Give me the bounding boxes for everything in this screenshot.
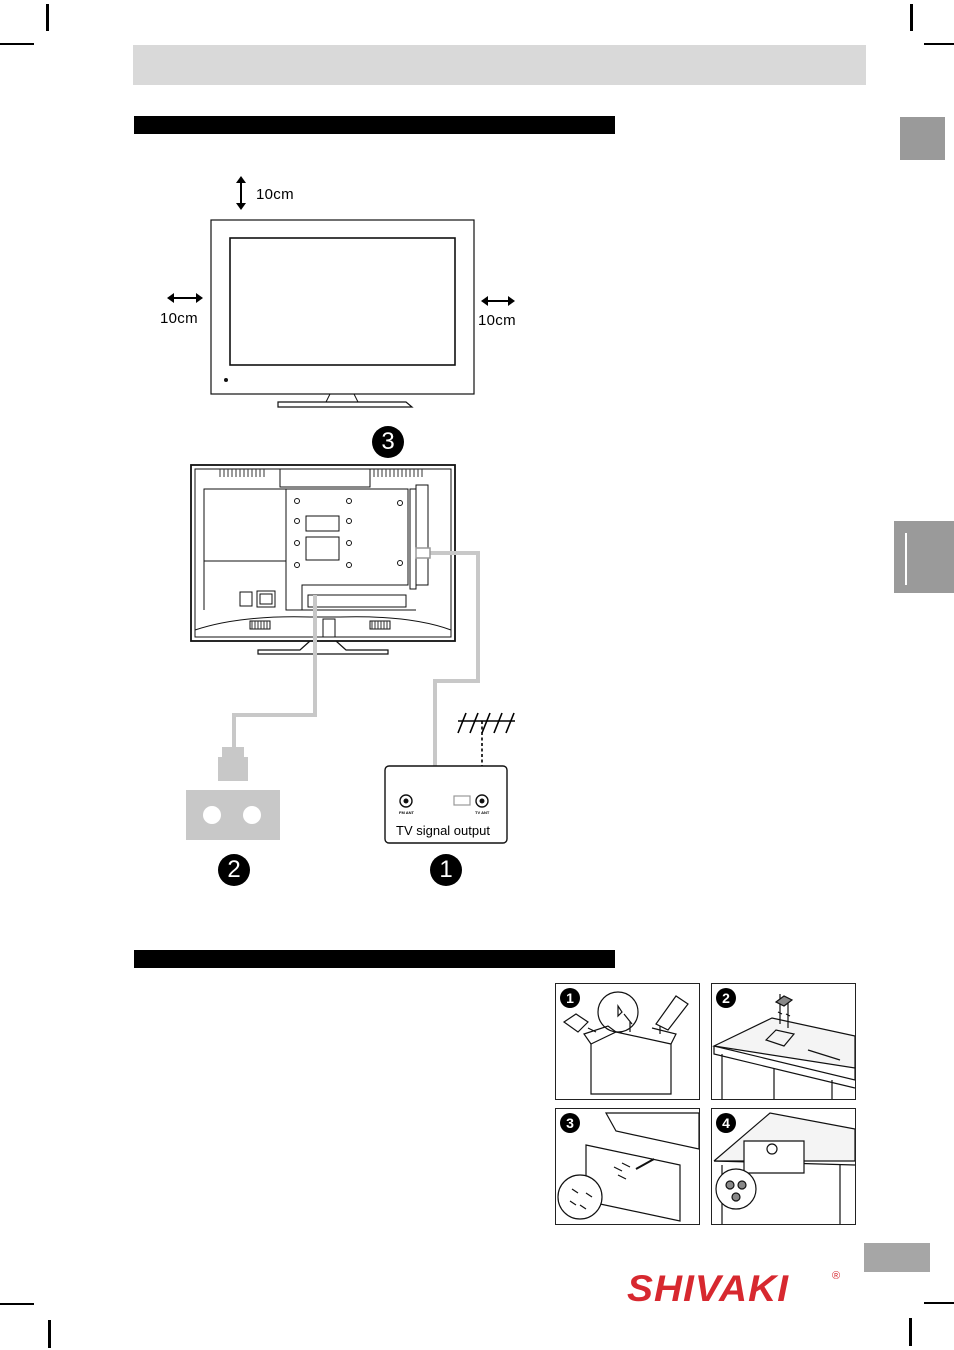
tv-front-illustration bbox=[210, 219, 475, 408]
assembly-panel-1: 1 bbox=[555, 983, 700, 1100]
crop-mark bbox=[46, 4, 49, 31]
top-arrow-icon bbox=[236, 176, 246, 210]
fm-ant-label: FM ANT bbox=[399, 810, 414, 815]
step-2-badge: 2 bbox=[218, 854, 250, 886]
tv-ant-label: TV ANT bbox=[475, 810, 490, 815]
screw-attachment-illustration bbox=[557, 1112, 699, 1222]
assembly-panel-2: 2 bbox=[711, 983, 856, 1100]
connection-diagram bbox=[186, 464, 515, 844]
clearance-top-label: 10cm bbox=[256, 186, 294, 203]
step-3-badge: 3 bbox=[372, 426, 404, 458]
panel-number: 2 bbox=[716, 988, 736, 1008]
crop-mark bbox=[909, 1318, 912, 1346]
left-arrow-icon bbox=[167, 293, 203, 303]
tv-back-illustration bbox=[190, 464, 456, 655]
antenna-wall-socket bbox=[384, 765, 508, 844]
crop-mark bbox=[0, 1303, 34, 1305]
crop-mark bbox=[0, 43, 34, 45]
brand-name: SHIVAKI bbox=[627, 1268, 790, 1309]
antenna-icon bbox=[457, 712, 515, 795]
crop-mark bbox=[924, 43, 954, 45]
panel-number: 4 bbox=[716, 1113, 736, 1133]
stand-placement-illustration bbox=[712, 994, 855, 1099]
tv-signal-output-label: TV signal output bbox=[396, 823, 490, 838]
clearance-diagram bbox=[167, 176, 515, 408]
antenna-cable bbox=[420, 551, 480, 802]
shivaki-logo: SHIVAKI ® bbox=[627, 1268, 857, 1310]
clearance-right-label: 10cm bbox=[478, 312, 516, 329]
panel-number: 1 bbox=[560, 988, 580, 1008]
crop-mark bbox=[48, 1320, 51, 1348]
assembly-panel-4: 4 bbox=[711, 1108, 856, 1225]
external-device-illustration bbox=[186, 747, 280, 840]
unboxing-illustration bbox=[562, 991, 689, 1095]
clearance-left-label: 10cm bbox=[160, 310, 198, 327]
registered-mark: ® bbox=[832, 1270, 841, 1282]
tab-stripe bbox=[905, 533, 907, 585]
side-tab bbox=[900, 117, 945, 160]
stand-secured-illustration bbox=[713, 1112, 855, 1224]
right-arrow-icon bbox=[481, 296, 515, 306]
crop-mark bbox=[924, 1302, 954, 1304]
av-cable bbox=[232, 595, 317, 755]
assembly-panel-3: 3 bbox=[555, 1108, 700, 1225]
header-band bbox=[133, 45, 866, 85]
section-bar-placement bbox=[134, 116, 615, 134]
crop-mark bbox=[910, 4, 913, 31]
tv-antenna-jack bbox=[415, 547, 431, 559]
page-number-box bbox=[864, 1243, 930, 1272]
section-bar-stand bbox=[134, 950, 615, 968]
panel-number: 3 bbox=[560, 1113, 580, 1133]
step-1-badge: 1 bbox=[430, 854, 462, 886]
side-tab-active bbox=[894, 521, 954, 593]
